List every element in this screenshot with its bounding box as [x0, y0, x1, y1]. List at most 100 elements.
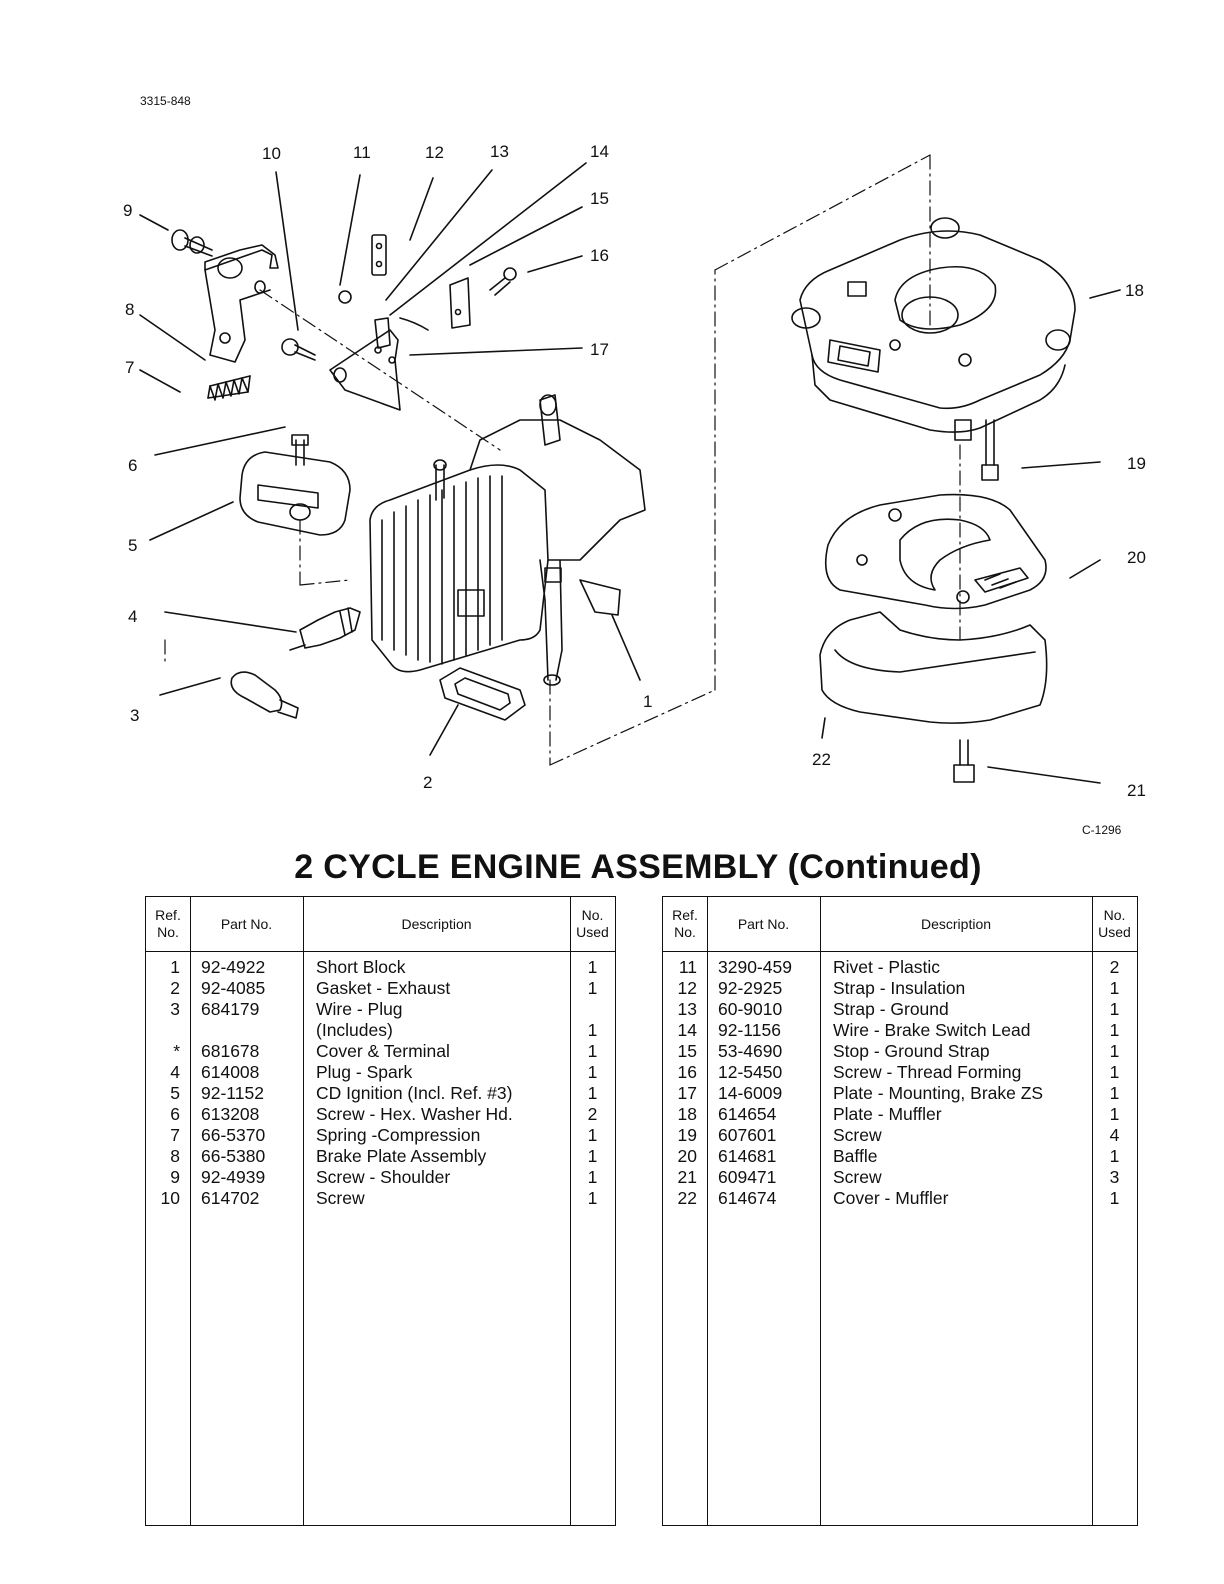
- callout-21: 21: [1127, 781, 1146, 800]
- description-cell: Plate - Muffler: [833, 1104, 942, 1124]
- part-no-cell: 12-5450: [718, 1062, 783, 1082]
- part-no-cell: 14-6009: [718, 1083, 783, 1103]
- part-no-cell: 613208: [201, 1104, 260, 1124]
- callout-2: 2: [423, 773, 433, 792]
- used-cell: 3: [1109, 1167, 1120, 1187]
- description-cell: Screw - Thread Forming: [833, 1062, 1022, 1082]
- description-cell: Screw - Shoulder: [316, 1167, 451, 1187]
- exhaust-gasket: [439, 667, 526, 721]
- callout-19: 19: [1127, 454, 1146, 473]
- callout-12: 12: [425, 143, 444, 162]
- table-row: 16 12-5450 Screw - Thread Forming 1: [663, 1062, 1137, 1083]
- used-cell: 1: [1109, 1104, 1120, 1124]
- description-cell: Strap - Ground: [833, 999, 949, 1019]
- used-cell: 1: [587, 957, 598, 977]
- part-no-cell: 92-4922: [201, 957, 266, 977]
- description-cell: Short Block: [316, 957, 406, 977]
- ref-cell: *: [173, 1041, 180, 1061]
- used-cell: 1: [1109, 1062, 1120, 1082]
- ref-cell: 2: [170, 978, 180, 998]
- ref-cell: 18: [677, 1104, 697, 1124]
- part-no-cell: 3290-459: [718, 957, 792, 977]
- ref-cell: 9: [170, 1167, 180, 1187]
- callout-14: 14: [590, 142, 609, 161]
- description-cell: Screw: [833, 1125, 882, 1145]
- description-cell: Baffle: [833, 1146, 878, 1166]
- figure-code: C-1296: [1082, 823, 1122, 837]
- used-cell: 1: [587, 1188, 598, 1208]
- used-cell: 1: [1109, 1083, 1120, 1103]
- ref-cell: 7: [170, 1125, 180, 1145]
- alignment-lines: [164, 154, 961, 766]
- brake-plate-assembly: [204, 244, 279, 363]
- ref-cell: 12: [677, 978, 697, 998]
- callout-9: 9: [123, 201, 133, 220]
- used-cell: 1: [1109, 1020, 1120, 1040]
- ref-cell: 8: [170, 1146, 180, 1166]
- header-ref: Ref.No.: [155, 907, 181, 940]
- used-cell: 4: [1109, 1125, 1120, 1145]
- description-cell: Brake Plate Assembly: [316, 1146, 487, 1166]
- used-cell: 1: [1109, 1041, 1120, 1061]
- part-no-cell: 614702: [201, 1188, 260, 1208]
- used-cell: 2: [1109, 957, 1120, 977]
- part-no-cell: 681678: [201, 1041, 260, 1061]
- description-cell: Plug - Spark: [316, 1062, 413, 1082]
- exploded-engine-diagram: [139, 154, 1121, 784]
- part-no-cell: 92-1156: [718, 1020, 781, 1040]
- plug-wire-cover: [230, 671, 299, 719]
- part-no-cell: 684179: [201, 999, 260, 1019]
- used-cell: 1: [1109, 1188, 1120, 1208]
- part-no-cell: 66-5380: [201, 1146, 266, 1166]
- part-no-cell: 92-4939: [201, 1167, 266, 1187]
- description-cell: Spring -Compression: [316, 1125, 481, 1145]
- callout-8: 8: [125, 300, 135, 319]
- callout-1: 1: [643, 692, 653, 711]
- used-cell: 1: [587, 978, 598, 998]
- description-cell: Screw: [833, 1167, 882, 1187]
- ref-cell: 17: [677, 1083, 697, 1103]
- description-cell: (Includes): [316, 1020, 393, 1040]
- used-cell: 1: [587, 1167, 598, 1187]
- callout-16: 16: [590, 246, 609, 265]
- cd-ignition: [239, 434, 351, 536]
- callout-3: 3: [130, 706, 140, 725]
- used-cell: 2: [587, 1104, 598, 1124]
- document-code: 3315-848: [140, 94, 191, 108]
- used-cell: 1: [587, 1020, 598, 1040]
- used-cell: 1: [587, 1041, 598, 1061]
- part-no-cell: 53-4690: [718, 1041, 783, 1061]
- callout-5: 5: [128, 536, 138, 555]
- description-cell: CD Ignition (Incl. Ref. #3): [316, 1083, 513, 1103]
- shoulder-screw: [171, 229, 213, 257]
- callout-6: 6: [128, 456, 138, 475]
- table-row: (Includes) 1: [146, 1020, 615, 1041]
- ref-cell: 20: [677, 1146, 697, 1166]
- header-description: Description: [920, 915, 992, 932]
- part-no-cell: 614008: [201, 1062, 260, 1082]
- description-cell: Wire - Plug: [316, 999, 403, 1019]
- mounting-plate: [329, 234, 517, 411]
- used-cell: 1: [587, 1062, 598, 1082]
- screw-19: [981, 419, 999, 481]
- description-cell: Gasket - Exhaust: [316, 978, 451, 998]
- spark-plug: [289, 607, 361, 651]
- ref-cell: 16: [677, 1062, 697, 1082]
- muffler-plate: [791, 217, 1076, 441]
- used-cell: 1: [587, 1146, 598, 1166]
- ref-cell: 13: [677, 999, 697, 1019]
- callout-20: 20: [1127, 548, 1146, 567]
